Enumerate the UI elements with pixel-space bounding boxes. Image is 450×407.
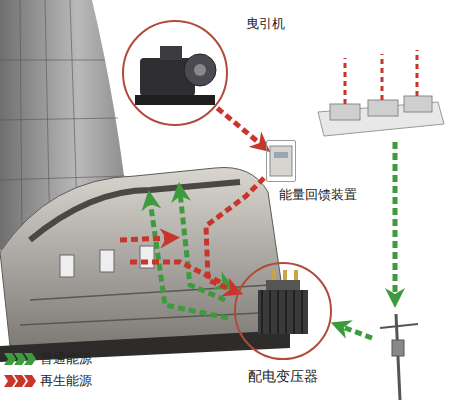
- feedback-device-node: 能量回馈装置: [266, 140, 296, 182]
- window: [100, 250, 114, 272]
- podium: [0, 168, 288, 349]
- pole-box: [392, 340, 404, 356]
- energy-arrows: [120, 142, 395, 338]
- swatch-chevron: [24, 353, 36, 365]
- utility-pole: [380, 314, 418, 400]
- brake: [160, 46, 182, 60]
- energy-connector: [217, 108, 264, 147]
- red-flow: [130, 262, 226, 285]
- bushing: [272, 270, 276, 280]
- podium-band: [30, 182, 240, 240]
- bushing: [294, 270, 298, 280]
- legend-label: 再生能源: [40, 372, 92, 390]
- red-flow: [120, 238, 170, 240]
- energy-connector: [206, 178, 264, 292]
- podium-lines: [20, 285, 280, 325]
- swatch-chevron: [14, 375, 26, 387]
- switchgear: [368, 100, 398, 116]
- device-cabinet: [270, 146, 292, 176]
- swatch-chevron: [4, 353, 16, 365]
- hub: [194, 64, 206, 76]
- base-frame: [135, 95, 215, 105]
- feedback-device: [270, 146, 292, 176]
- green-flow: [150, 200, 228, 318]
- building: [0, 0, 290, 362]
- node-label: 配电变压器: [248, 368, 318, 385]
- sheave: [184, 54, 216, 86]
- crossarm: [380, 324, 418, 328]
- transformer-node: 配电变压器: [234, 262, 332, 360]
- device-display: [274, 152, 288, 158]
- cooling-fins: [262, 290, 302, 334]
- green-flow: [393, 142, 398, 298]
- legend-label: 普通能源: [40, 350, 92, 368]
- lightning-rod: [345, 50, 417, 104]
- swatch-chevron: [14, 353, 26, 365]
- transformer-lid: [266, 280, 300, 290]
- green-flow: [340, 326, 372, 338]
- traction-machine-node: 曳引机: [122, 20, 228, 126]
- transformer-tank: [258, 290, 308, 334]
- transformer: [258, 270, 308, 334]
- bushing: [283, 270, 287, 280]
- traction-machine: [135, 46, 216, 105]
- node-label: 曳引机: [246, 16, 285, 32]
- legend-swatch: [4, 353, 36, 365]
- swatch-chevron: [4, 375, 16, 387]
- substation: [318, 50, 444, 136]
- window: [60, 255, 74, 277]
- switchgear: [330, 104, 360, 120]
- node-label: 能量回馈装置: [279, 187, 357, 203]
- switchgear: [404, 96, 432, 112]
- window: [140, 246, 154, 268]
- legend-swatch: [4, 375, 36, 387]
- swatch-chevron: [24, 375, 36, 387]
